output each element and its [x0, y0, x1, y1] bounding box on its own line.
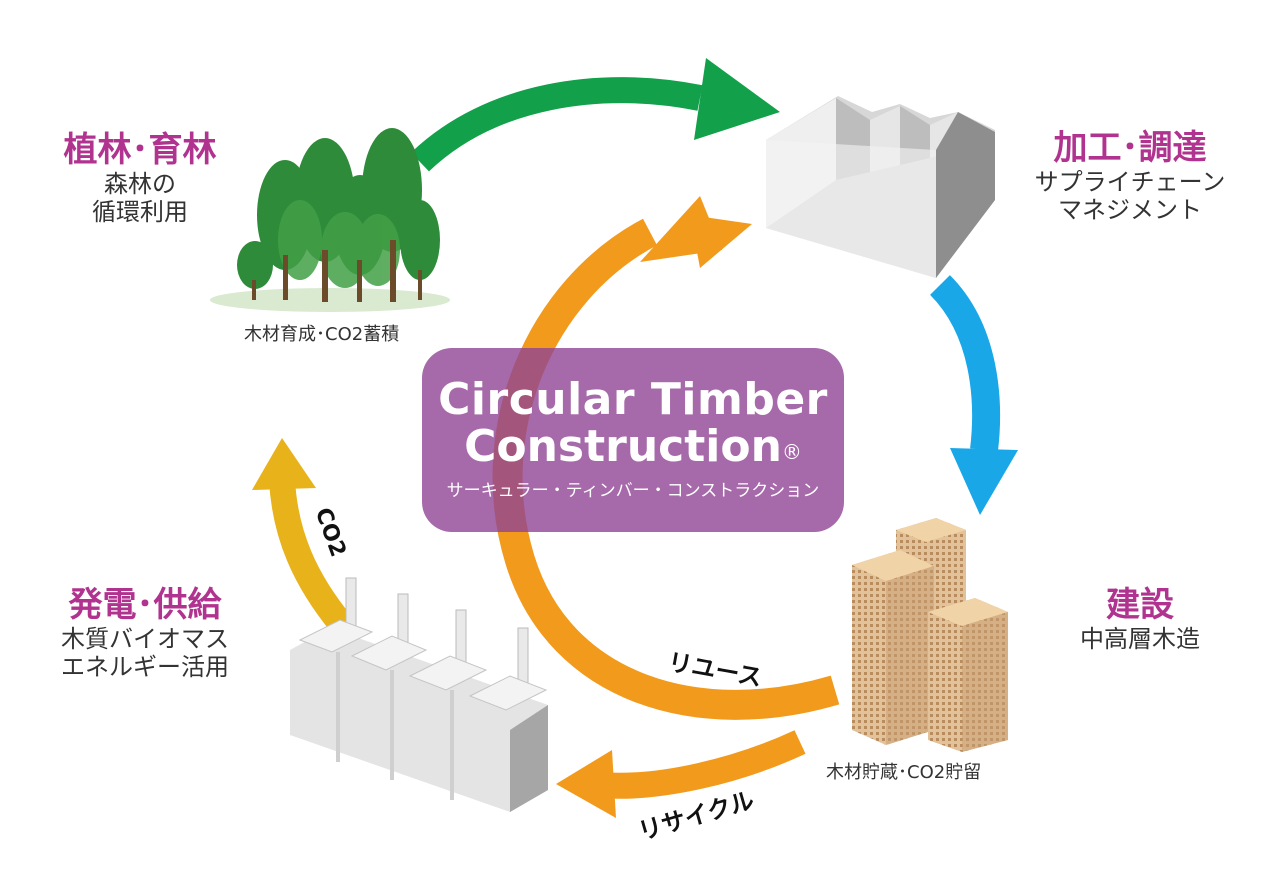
processing-stage-title: 加工･調達 — [1053, 128, 1207, 168]
co2-arrow — [252, 438, 353, 634]
concept-title-box: Circular Timber Construction® サーキュラー・ティン… — [422, 348, 844, 532]
registered-mark: ® — [781, 440, 802, 464]
green-arrow — [411, 58, 780, 172]
power-stage-title: 発電･供給 — [68, 585, 222, 625]
construction-stage-title: 建設 — [1106, 585, 1174, 625]
power-stage-line1: 木質バイオマス — [61, 625, 229, 654]
construction-caption: 木材貯蔵･CO2貯留 — [826, 762, 982, 783]
forest-stage-label: 植林･育林 森林の 循環利用 — [40, 130, 240, 227]
power-plant-illustration — [290, 577, 548, 812]
concept-title-line2: Construction® — [422, 421, 844, 472]
concept-title-line1: Circular Timber — [438, 374, 828, 425]
forest-stage-line1: 森林の — [104, 170, 176, 199]
construction-stage-line1: 中高層木造 — [1080, 625, 1200, 654]
blue-arrow — [929, 275, 1018, 515]
power-stage-label: 発電･供給 木質バイオマス エネルギー活用 — [30, 585, 260, 682]
recycle-arrow — [556, 730, 806, 818]
factory-illustration — [766, 96, 995, 278]
forest-stage-line2: 循環利用 — [92, 198, 188, 227]
forest-stage-title: 植林･育林 — [63, 130, 217, 170]
wooden-buildings-illustration — [852, 518, 1008, 752]
construction-stage-label: 建設 中高層木造 — [1040, 585, 1240, 653]
forest-caption: 木材育成･CO2蓄積 — [244, 324, 400, 345]
reuse-arrow — [492, 196, 840, 720]
forest-illustration — [210, 128, 450, 312]
processing-stage-label: 加工･調達 サプライチェーン マネジメント — [1010, 128, 1250, 225]
concept-title-line2-text: Construction — [464, 421, 782, 472]
processing-stage-line2: マネジメント — [1058, 196, 1202, 225]
concept-title-kana: サーキュラー・ティンバー・コンストラクション — [446, 481, 820, 501]
power-stage-line2: エネルギー活用 — [61, 653, 229, 682]
processing-stage-line1: サプライチェーン — [1034, 168, 1226, 197]
